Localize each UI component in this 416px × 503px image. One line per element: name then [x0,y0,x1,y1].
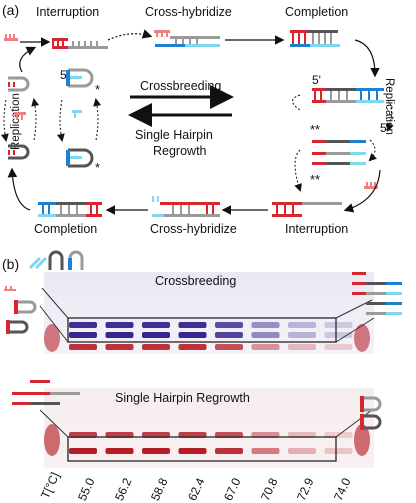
gel-bottom-highlight-box [67,436,337,462]
step-cross-hybridize-top: Cross-hybridize [145,5,232,19]
hairpin-icons-bottom-right [360,396,382,430]
gel-top-band [215,344,243,350]
center-single-hairpin-line2: Regrowth [153,144,207,158]
gel-bottom-band [178,448,207,454]
gel-top-band [105,322,134,328]
center-single-hairpin-line1: Single Hairpin [135,128,213,142]
gel-top-band [69,322,97,328]
gel-bottom-band [324,448,353,454]
gel-top-band [324,344,353,350]
gel-top-band [142,322,170,328]
gel-bottom-band [215,448,243,454]
hairpin-icons-bottom-left [12,380,80,405]
gel-top-title: Crossbreeding [155,274,237,288]
gel-top-band [288,344,316,350]
gel-top-band [142,344,170,350]
gel-top-band [215,322,243,328]
star-single-top: * [95,82,101,97]
five-prime-left: 5' [60,68,69,82]
dna-interruption-bottom [272,202,342,217]
gel-top-band [324,332,353,338]
gel-top-band [105,344,134,350]
gel-bottom-band [105,448,134,454]
gel-top-band [288,322,316,328]
gel-top-band [251,332,280,338]
step-interruption-bottom: Interruption [285,222,349,236]
step-cross-hybridize-bottom: Cross-hybridize [150,222,237,236]
dna-cross-hybridize-top [154,30,220,47]
gel-top [44,272,374,354]
dna-duplex-right-top [312,88,384,103]
five-prime-right-bottom: 5' [380,121,389,135]
gel-top-band [178,344,207,350]
dna-hairpin-blue-pair [56,68,102,168]
gel-bottom [44,388,374,468]
gel-bottom-band [251,448,280,454]
gel-top-band [251,344,280,350]
star-double-bottom: ** [310,172,321,187]
gel-top-band [178,322,207,328]
star-single-bottom: * [95,160,101,175]
gel-top-band [288,332,316,338]
dna-cross-hybridize-bottom [152,196,220,217]
dna-interruption-top [52,38,108,49]
step-interruption-top: Interruption [36,5,100,19]
dna-hairpin-right-pair [312,99,394,165]
panel-a-label: (a) [2,2,20,18]
gel-bottom-band [69,448,97,454]
gel-top-band [142,332,170,338]
gel-top-highlight-box [67,317,337,343]
hairpin-icons-top-left [4,250,84,334]
dna-hairpin-left-pair [0,76,40,160]
dna-completion-bottom [38,202,102,217]
gel-top-band [178,332,207,338]
gel-top-band [69,332,97,338]
dna-fragment-bottom-right [364,182,378,189]
gel-bottom-band [142,448,170,454]
gel-top-band [251,322,280,328]
gel-top-band [215,332,243,338]
step-completion-bottom: Completion [34,222,98,236]
gel-top-band [69,344,97,350]
gel-bottom-band [288,448,316,454]
gel-bottom-title: Single Hairpin Regrowth [115,391,250,405]
gel-top-band [105,332,134,338]
five-prime-right-top: 5' [312,73,321,87]
star-double-top: ** [310,122,321,137]
hairpin-icons-top-right [352,272,402,315]
panel-b-label: (b) [2,256,20,272]
center-crossbreeding: Crossbreeding [140,79,222,93]
step-completion-top: Completion [285,5,349,19]
dna-completion-top [290,30,340,47]
gel-top-band [324,322,353,328]
dna-fragment-top-left [4,34,18,41]
